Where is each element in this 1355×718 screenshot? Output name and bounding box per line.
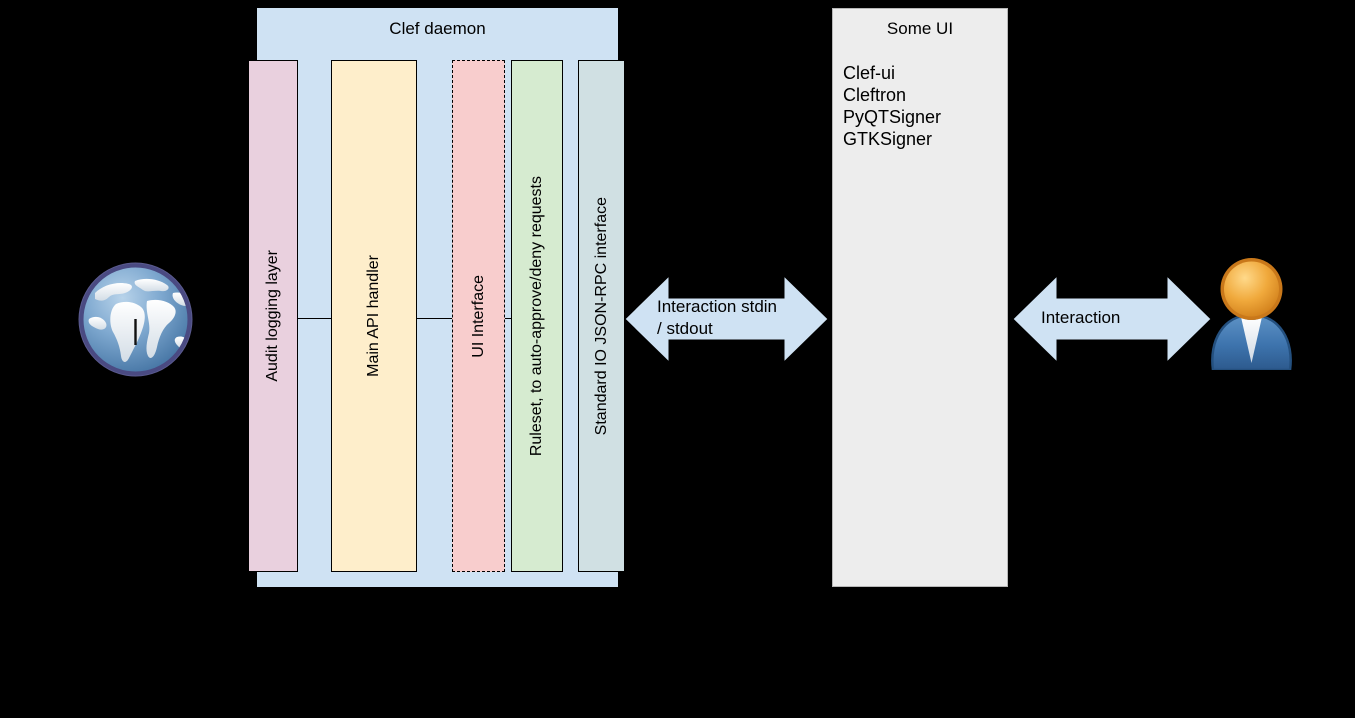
arrow-interaction-stdin-stdout	[625, 272, 828, 366]
box-standard-io-json-rpc-interface-label: Standard IO JSON-RPC interface	[592, 196, 610, 436]
arrow-interaction-user-label: Interaction	[1041, 308, 1121, 327]
arrow-stdio-line1: Interaction stdin	[657, 297, 778, 316]
box-ui-interface[interactable]: UI Interface	[452, 60, 505, 572]
box-audit-logging-layer-label: Audit logging layer	[264, 250, 281, 382]
clef-daemon-title: Clef daemon	[389, 19, 486, 38]
arrow-interaction-user	[1013, 272, 1211, 366]
some-ui-list: Clef-ui Cleftron PyQTSigner GTKSigner	[843, 62, 1003, 150]
list-item: Clef-ui	[843, 63, 896, 83]
some-ui-title: Some UI	[886, 19, 954, 38]
list-item: PyQTSigner	[843, 107, 942, 127]
arrow-stdio-line2: / stdout	[657, 319, 713, 338]
globe-icon	[73, 257, 198, 382]
box-ui-interface-label: UI Interface	[469, 274, 487, 358]
list-item: Cleftron	[843, 85, 907, 105]
clef-daemon-container	[257, 8, 618, 587]
box-audit-logging-layer[interactable]: Audit logging layer	[248, 60, 298, 572]
box-ruleset[interactable]: Ruleset, to auto-approve/deny requests	[511, 60, 563, 572]
arrow-interaction-stdin-stdout-label: Interaction stdin / stdout	[657, 296, 827, 340]
some-ui-panel	[832, 8, 1008, 587]
connector-audit-api	[297, 318, 332, 319]
list-item: GTKSigner	[843, 129, 933, 149]
box-main-api-handler-label: Main API handler	[365, 255, 382, 377]
user-icon	[1203, 253, 1300, 372]
box-standard-io-json-rpc-interface[interactable]: Standard IO JSON-RPC interface	[578, 60, 625, 572]
box-main-api-handler[interactable]: Main API handler	[331, 60, 417, 572]
connector-ui-ruleset	[504, 318, 512, 319]
box-ruleset-label: Ruleset, to auto-approve/deny requests	[528, 175, 545, 457]
connector-api-ui	[416, 318, 453, 319]
